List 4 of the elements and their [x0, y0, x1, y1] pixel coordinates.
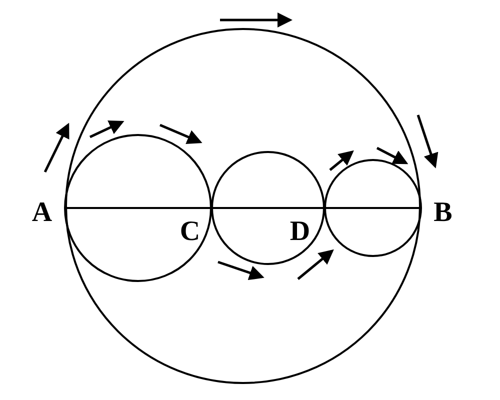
point-label: B — [434, 199, 452, 227]
point-label: A — [32, 199, 52, 227]
point-label: C — [180, 218, 200, 246]
point-label: D — [290, 218, 310, 246]
